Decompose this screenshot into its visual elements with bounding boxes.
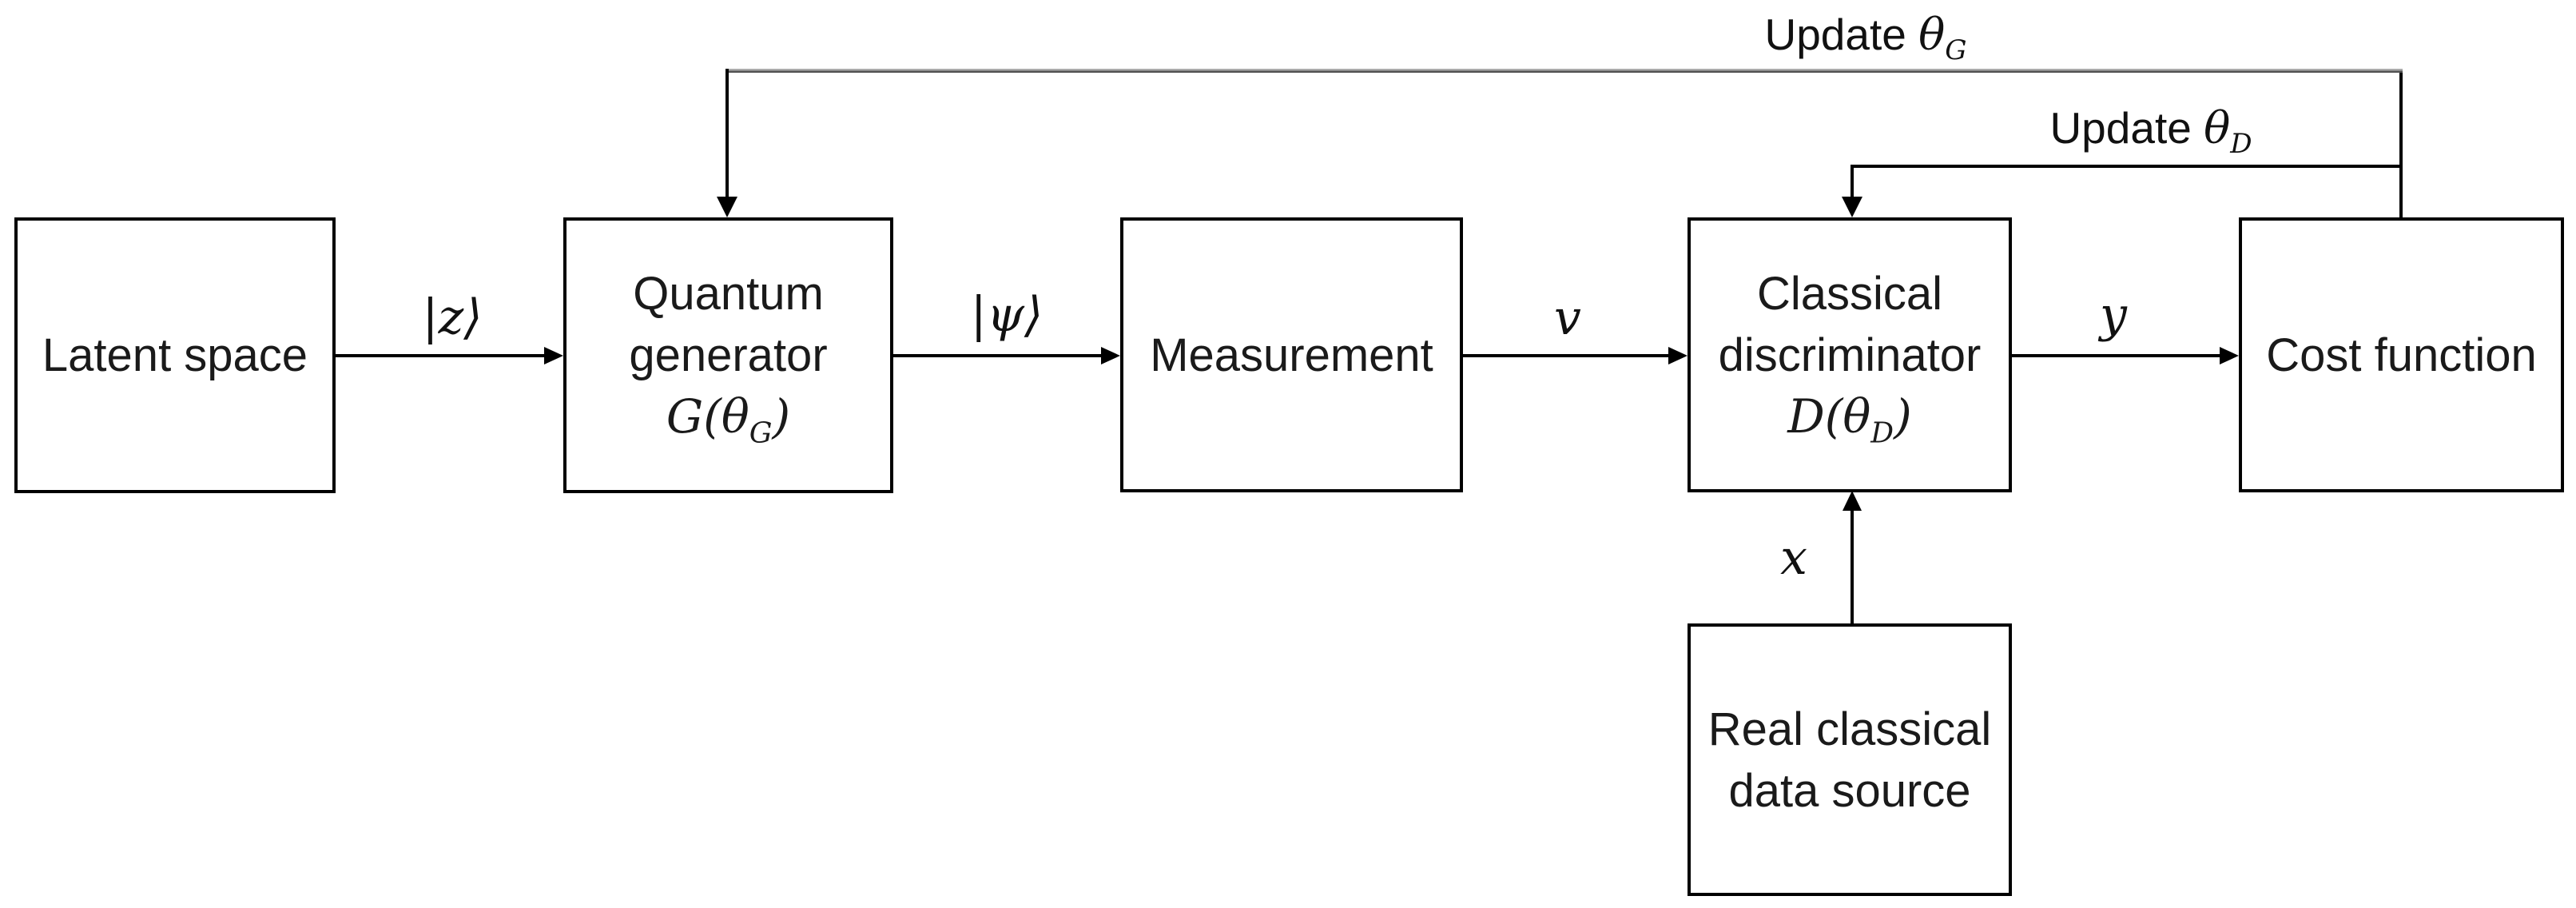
cost-function-label: Cost function: [2266, 329, 2537, 381]
measurement-box: Measurement: [1120, 217, 1463, 492]
feedback-update-g-line: [725, 69, 2403, 73]
cost-function-box: Cost function: [2239, 217, 2564, 492]
update-theta-g-label: Update θG: [1764, 9, 1967, 66]
arrow-generator-to-measurement-line: [893, 354, 1102, 357]
arrow-discriminator-to-cost-line: [2012, 354, 2220, 357]
x-label: x: [1780, 530, 1807, 586]
arrowhead-up-icon: [1843, 491, 1862, 511]
classical-discriminator-math-label: D(θD): [1787, 388, 1912, 450]
real-data-source-label-line2: data source: [1728, 764, 1971, 817]
arrowhead-right-icon: [2220, 347, 2239, 364]
quantum-generator-label-line2: generator: [629, 329, 828, 381]
quantum-generator-label-line1: Quantum: [633, 268, 824, 320]
latent-space-box: Latent space: [14, 217, 336, 493]
arrowhead-right-icon: [1101, 347, 1120, 364]
ket-z-label: |z⟩: [422, 289, 483, 345]
arrowhead-right-icon: [1668, 347, 1688, 364]
feedback-update-g-drop-line: [725, 69, 729, 198]
v-label: v: [1554, 290, 1581, 346]
ket-psi-label: |ψ⟩: [970, 287, 1044, 343]
update-theta-d-label: Update θD: [2049, 102, 2252, 160]
arrowhead-right-icon: [544, 347, 563, 364]
feedback-update-d-line: [1851, 165, 2401, 168]
y-label: y: [2100, 287, 2127, 343]
classical-discriminator-box: Classical discriminator D(θD): [1688, 217, 2012, 492]
measurement-label: Measurement: [1150, 329, 1433, 381]
real-data-source-label-line1: Real classical: [1707, 703, 1992, 755]
feedback-cost-riser-line: [2399, 70, 2403, 217]
feedback-update-d-drop-line: [1851, 165, 1854, 197]
arrowhead-down-icon: [1842, 197, 1862, 217]
quantum-generator-math-label: G(θG): [666, 389, 791, 450]
quantum-generator-box: Quantum generator G(θG): [563, 217, 893, 493]
arrowhead-down-icon: [717, 197, 737, 217]
arrow-measurement-to-discriminator-line: [1463, 354, 1669, 357]
arrow-datasource-to-discriminator-line: [1851, 509, 1854, 623]
real-data-source-box: Real classical data source: [1688, 623, 2012, 896]
classical-discriminator-label-line1: Classical: [1756, 267, 1943, 320]
classical-discriminator-label-line2: discriminator: [1718, 329, 1982, 381]
arrow-latent-to-generator-line: [336, 354, 545, 357]
latent-space-label: Latent space: [42, 329, 308, 381]
